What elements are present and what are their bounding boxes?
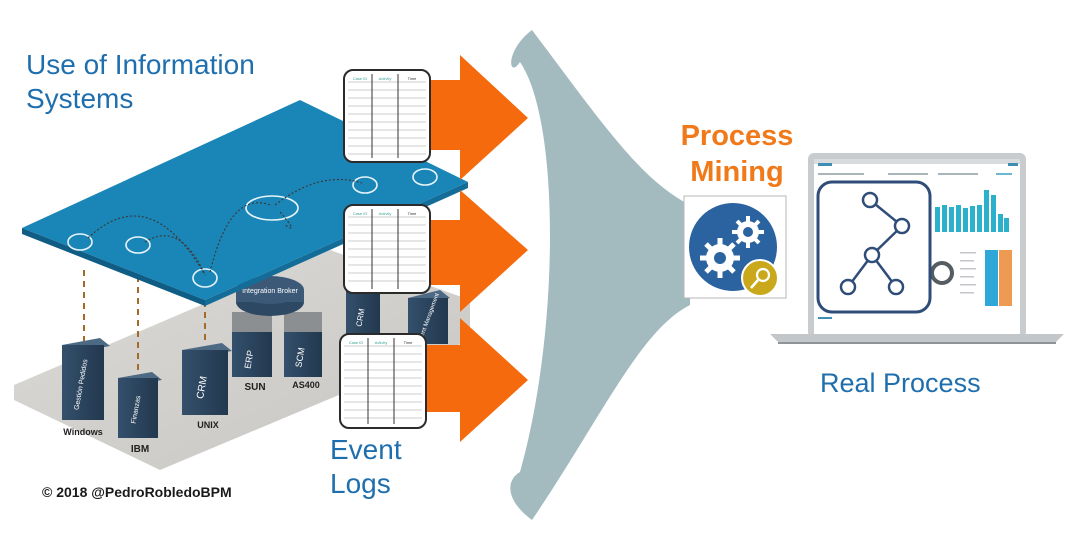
server-erp: ERP SUN (232, 312, 272, 393)
event-logs-heading: Event Logs (330, 433, 402, 501)
server-gestion-pedidos: Gestión Pedidos Windows (62, 338, 110, 437)
activity-node (67, 233, 93, 251)
heading-line-2: Systems (26, 83, 134, 114)
dashboard-bar-orange (999, 250, 1012, 306)
activity-node (245, 195, 299, 221)
event-log-table-1: Case ID Activity Time (343, 69, 431, 163)
platform-label: Windows (63, 427, 102, 437)
activity-node (192, 268, 218, 288)
information-systems-heading: Use of Information Systems (26, 48, 255, 116)
column-header: Activity (379, 76, 392, 81)
event-log-table-3: Case ID Activity Time (339, 333, 427, 429)
server-label: SCM (293, 347, 306, 368)
activity-node (352, 176, 378, 194)
server-label: CRM (355, 307, 367, 327)
dashboard-bar-chart (935, 190, 1009, 232)
server-finanzas: Finanzas IBM (118, 372, 162, 455)
server-label: Finanzas (131, 395, 143, 425)
heading-line-2: Mining (690, 156, 784, 188)
column-header: Activity (375, 340, 388, 345)
column-header: Case ID (353, 211, 368, 216)
platform-label: IBM (131, 444, 149, 455)
activity-node (125, 236, 151, 254)
dashboard-bar-blue (985, 250, 998, 306)
activity-arcs (87, 178, 363, 276)
process-mining-heading: Process Mining (672, 118, 802, 190)
column-header: Case ID (349, 340, 364, 345)
system-connectors (83, 265, 206, 380)
broker-label: Integration Broker (242, 288, 298, 295)
activity-nodes (67, 168, 438, 288)
magnifier-icon (741, 259, 779, 297)
laptop (770, 153, 1064, 344)
gears-icon (700, 216, 764, 278)
server-crm-2: CRM (346, 290, 380, 338)
column-header: Time (404, 340, 414, 345)
arrow-1 (420, 55, 528, 180)
real-process-heading: Real Process (820, 368, 981, 398)
event-log-table-2: Case ID Activity Time (343, 204, 431, 294)
platform-label: UNIX (197, 420, 219, 430)
copyright-notice: © 2018 @PedroRobledoBPM (42, 484, 232, 500)
platform-label: SUN (244, 382, 265, 393)
heading-line-1: Event (330, 434, 402, 465)
platform-label: AS400 (292, 380, 320, 390)
funnel (510, 30, 690, 520)
server-label: ERP (243, 349, 256, 369)
heading-line-2: Logs (330, 468, 391, 499)
laptop-base (770, 334, 1064, 342)
column-header: Case ID (353, 76, 368, 81)
activity-node (412, 168, 438, 186)
heading-line-1: Use of Information (26, 49, 255, 80)
server-label: CRM (195, 375, 210, 399)
dashboard-donut (930, 261, 954, 285)
process-graph-icon (839, 191, 911, 296)
arrow-2 (420, 190, 528, 312)
server-scm: SCM AS400 (284, 312, 322, 390)
server-crm: CRM UNIX (182, 343, 232, 430)
column-header: Time (408, 211, 418, 216)
column-header: Time (408, 76, 418, 81)
arrow-3 (420, 318, 528, 442)
event-log-arrows (420, 55, 528, 442)
column-header: Activity (379, 211, 392, 216)
heading-line-1: Process (680, 120, 794, 152)
process-mining-icon (683, 195, 787, 299)
